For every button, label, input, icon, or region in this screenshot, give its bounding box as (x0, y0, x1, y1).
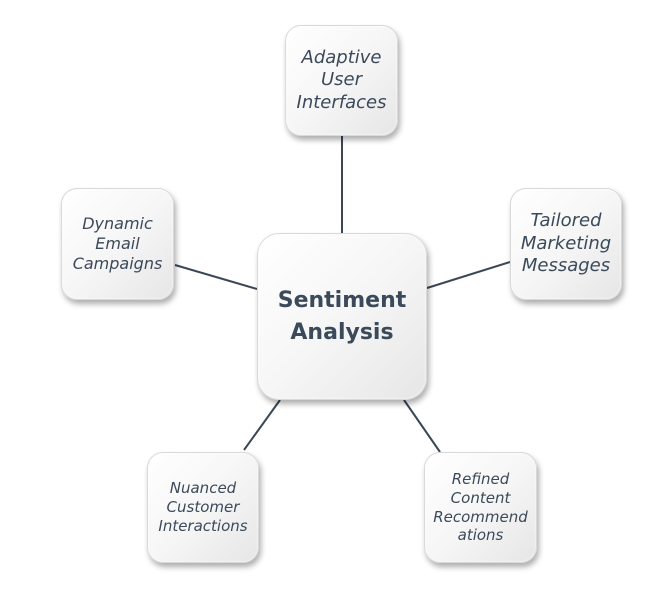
node-tailored-label: Tailored Marketing Messages (520, 210, 612, 277)
connector-dynamic (174, 264, 258, 290)
node-refined-content-recommendations: Refined Content Recommend ations (424, 452, 537, 563)
node-adaptive-user-interfaces: Adaptive User Interfaces (285, 25, 398, 136)
node-dynamic-email-campaigns: Dynamic Email Campaigns (61, 188, 174, 300)
center-node-label: Sentiment Analysis (277, 287, 407, 345)
node-tailored-marketing-messages: Tailored Marketing Messages (510, 188, 622, 300)
node-refined-label: Refined Content Recommend ations (433, 470, 528, 545)
node-nuanced-customer-interactions: Nuanced Customer Interactions (147, 452, 259, 563)
center-node-sentiment-analysis: Sentiment Analysis (257, 233, 427, 400)
connector-tailored (426, 261, 511, 289)
connector-refined (403, 399, 441, 453)
node-adaptive-label: Adaptive User Interfaces (296, 46, 387, 113)
connector-nuanced (243, 399, 281, 451)
node-dynamic-label: Dynamic Email Campaigns (72, 214, 163, 273)
node-nuanced-label: Nuanced Customer Interactions (158, 479, 248, 535)
